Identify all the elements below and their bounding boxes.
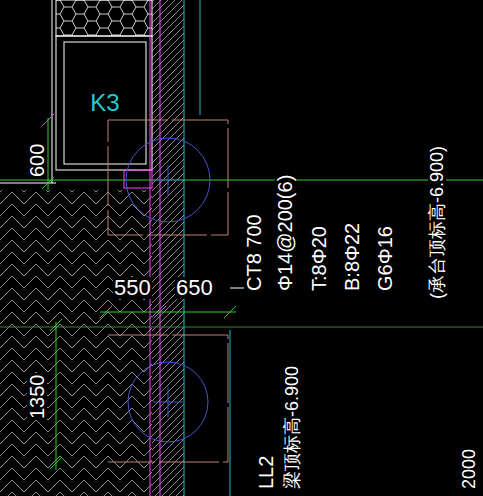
- rebar-note: T:8Φ20: [309, 225, 329, 292]
- cap-mark: CT8 700: [244, 213, 264, 292]
- rebar-note: G6Φ16: [375, 225, 395, 292]
- room-label: K3: [90, 89, 119, 117]
- elevation-note: 梁顶标高-6.900: [283, 365, 301, 490]
- dimension-text: 550: [113, 277, 152, 299]
- dimension-text: 650: [175, 277, 214, 299]
- rebar-note: Φ14@200(6): [275, 174, 295, 292]
- elevation-note: (承台顶标高-6.900): [428, 145, 446, 300]
- rebar-note: B:8Φ22: [342, 222, 362, 292]
- beam-mark: LL2: [256, 455, 276, 490]
- dimension-text: 1350: [27, 374, 47, 421]
- room-box: K3: [66, 44, 144, 162]
- dimension-text: 2000: [460, 448, 478, 490]
- dimension-text: 600: [27, 143, 47, 178]
